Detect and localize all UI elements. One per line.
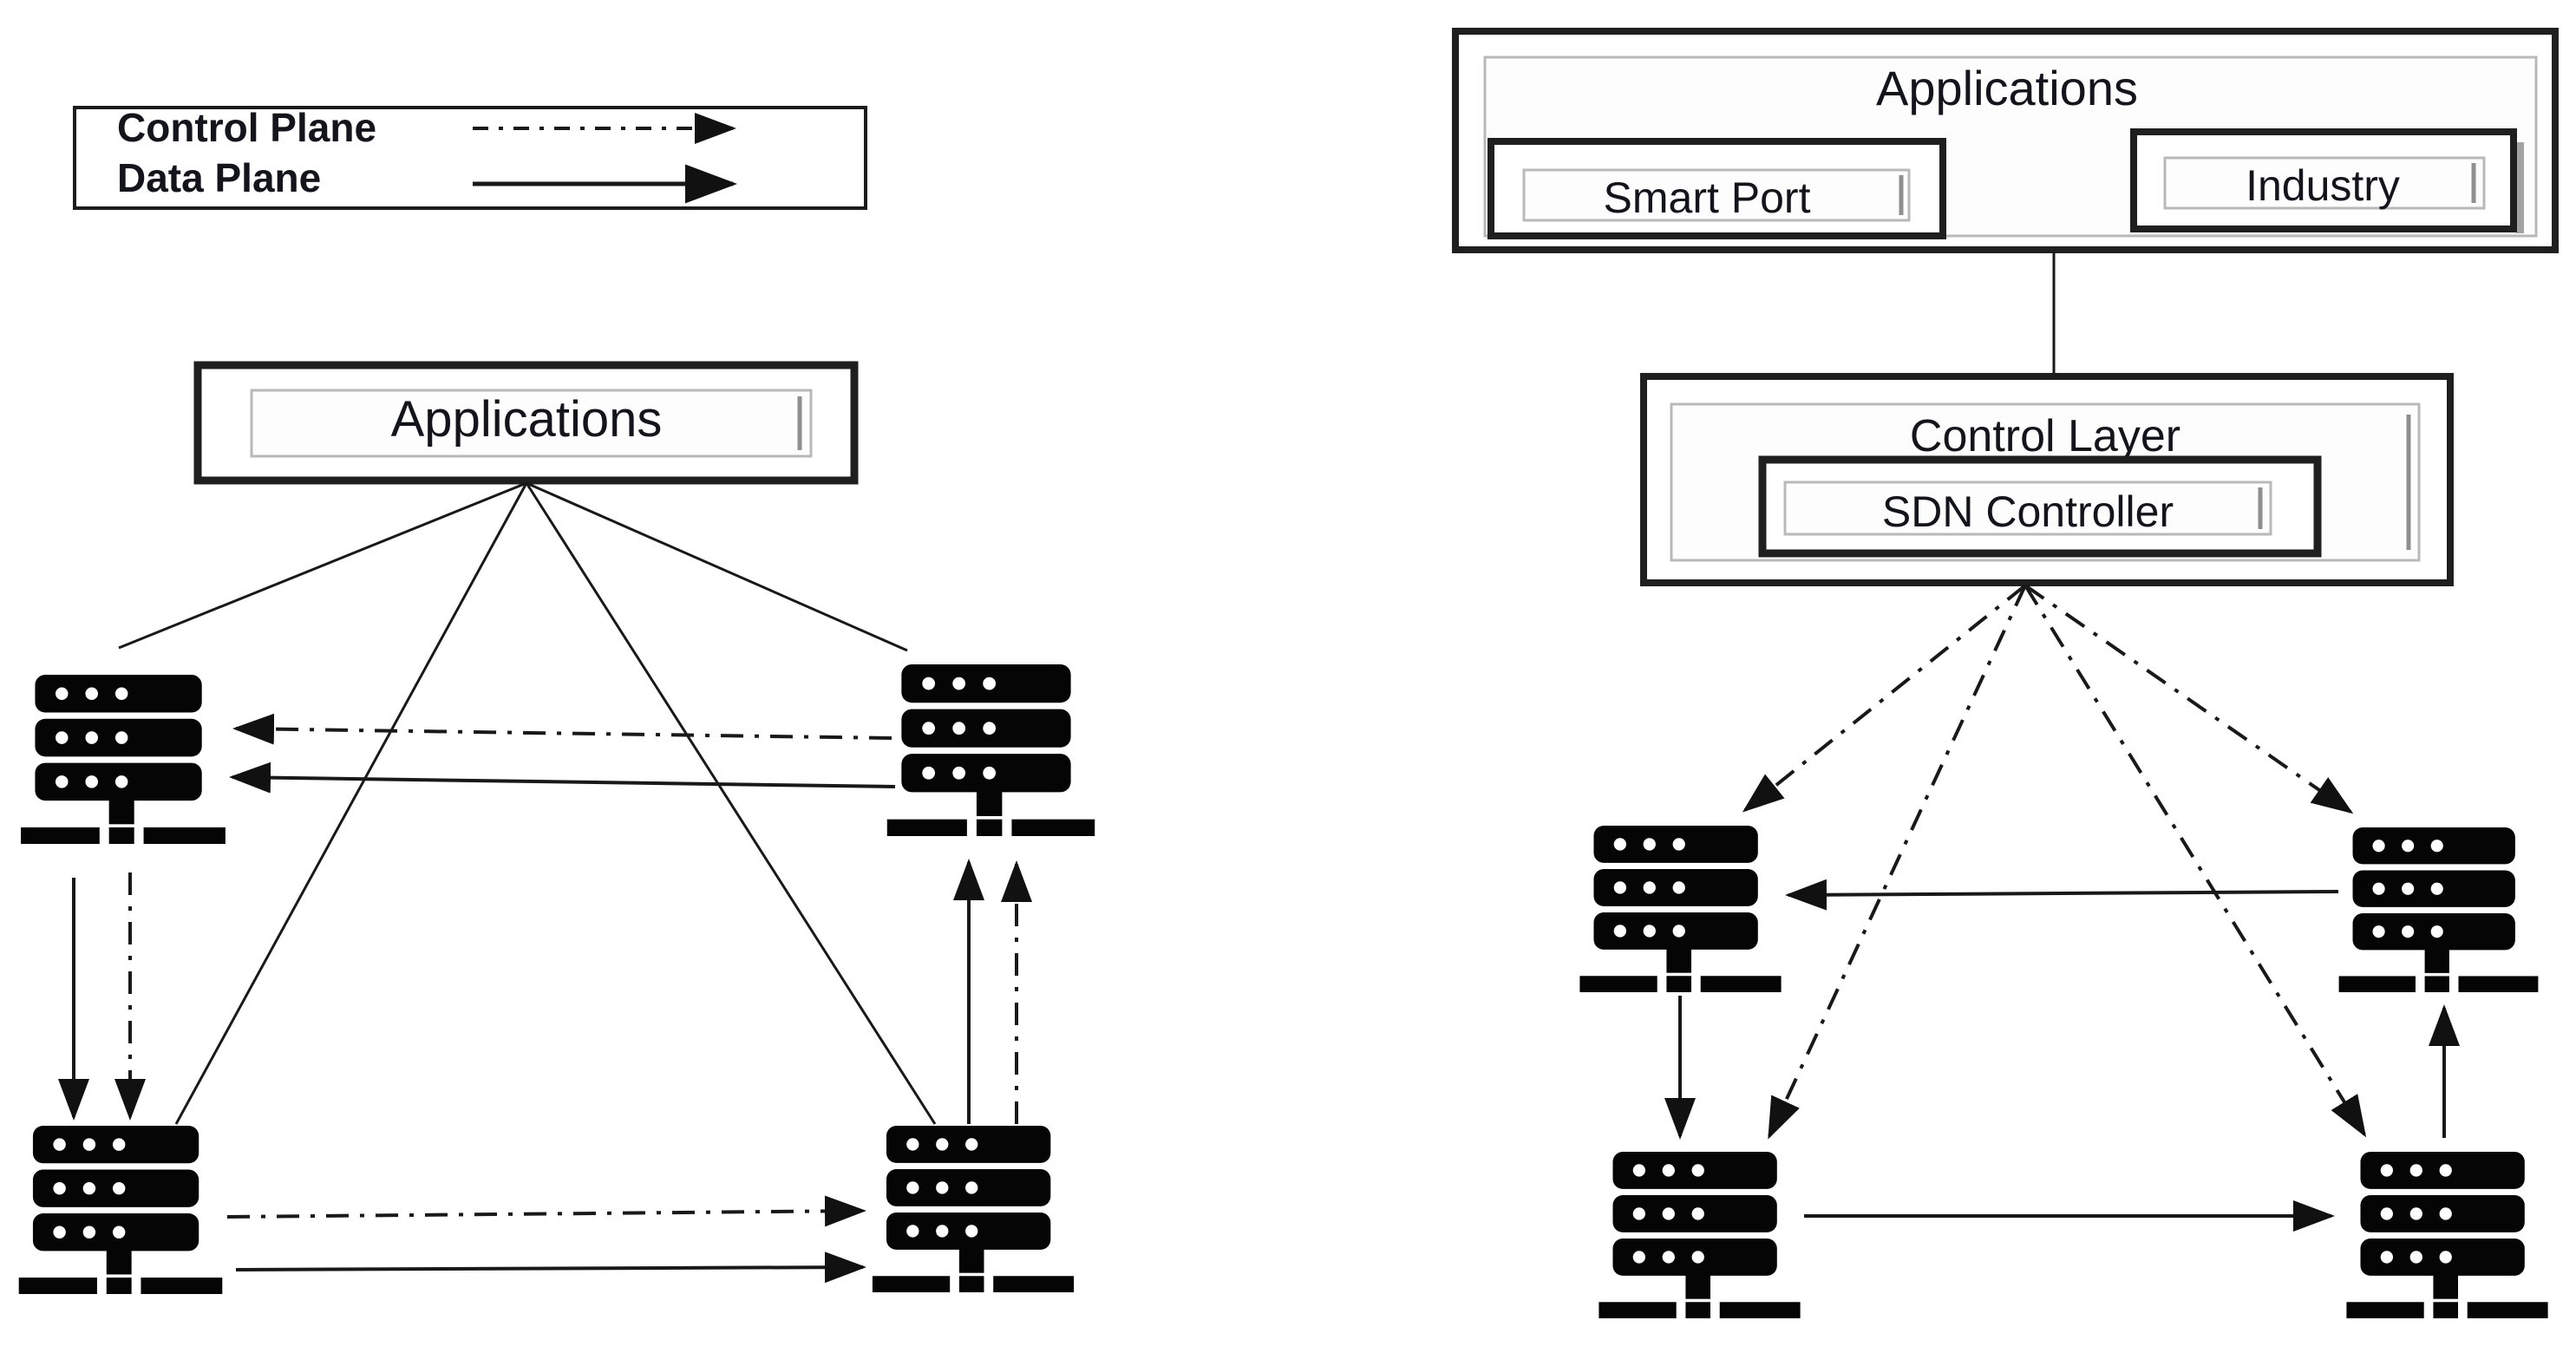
sdn-controller-label: SDN Controller [1882,487,2174,536]
industry-box: Industry [2130,128,2524,233]
traditional-applications-inner [250,389,813,458]
app-link-top-right [526,481,908,652]
data-arrow-right-to-left [1785,879,2339,911]
control-arrow-right-to-left [232,713,892,745]
legend-data-plane-label: Data Plane [117,155,321,200]
control-arrow-to-bottom-left-switch [1768,585,2027,1140]
sdn-applications-label: Applications [1876,61,2138,115]
industry-label: Industry [2246,161,2400,210]
server-rack-icon [21,675,226,844]
smart-port-inner [1522,168,1911,222]
app-link-bottom-right [525,482,937,1125]
server-rack-icon [1599,1152,1801,1318]
control-layer-box: Control Layer SDN Controller [1640,373,2454,586]
legend: Control Plane Data Plane [73,105,867,210]
control-arrow-to-bottom-right-switch [2024,584,2367,1138]
control-arrow-to-top-left-switch [1742,584,2027,813]
app-link-bottom-left [174,482,528,1125]
control-layer-label: Control Layer [1910,411,2180,461]
server-rack-icon [872,1126,1075,1292]
industry-shadow [2516,142,2524,233]
sdn-applications-box: Applications Smart Port Industry [1452,28,2559,253]
control-arrow-left-to-right [226,1195,866,1227]
legend-control-plane-label: Control Plane [117,105,376,150]
traditional-applications-label: Applications [391,391,663,448]
traditional-applications-box: Applications [193,361,859,485]
server-rack-icon [1579,826,1782,992]
traditional-switch-links [58,713,1032,1284]
sdn-data-links [1664,879,2460,1232]
data-arrow-right-to-left [229,761,896,794]
sdn-control-links [1742,584,2367,1140]
sdn-architecture-diagram: Applications Smart Port Industry Cont [1452,28,2559,1318]
server-rack-icon [2346,1152,2548,1318]
smart-port-label: Smart Port [1604,173,1811,222]
data-arrow-left-to-right [235,1252,866,1284]
server-rack-icon [18,1126,223,1294]
server-rack-icon [2338,827,2539,992]
sdn-controller-inner [1783,480,2272,536]
sdn-controller-box: SDN Controller [1758,455,2322,558]
traditional-network-diagram: Applications [18,361,1095,1294]
traditional-app-links [118,481,937,1125]
app-link-top-left [118,481,527,650]
industry-inner [2163,156,2486,210]
control-arrow-to-top-right-switch [2024,584,2354,814]
server-rack-icon [886,664,1095,836]
smart-port-box: Smart Port [1487,138,1946,239]
